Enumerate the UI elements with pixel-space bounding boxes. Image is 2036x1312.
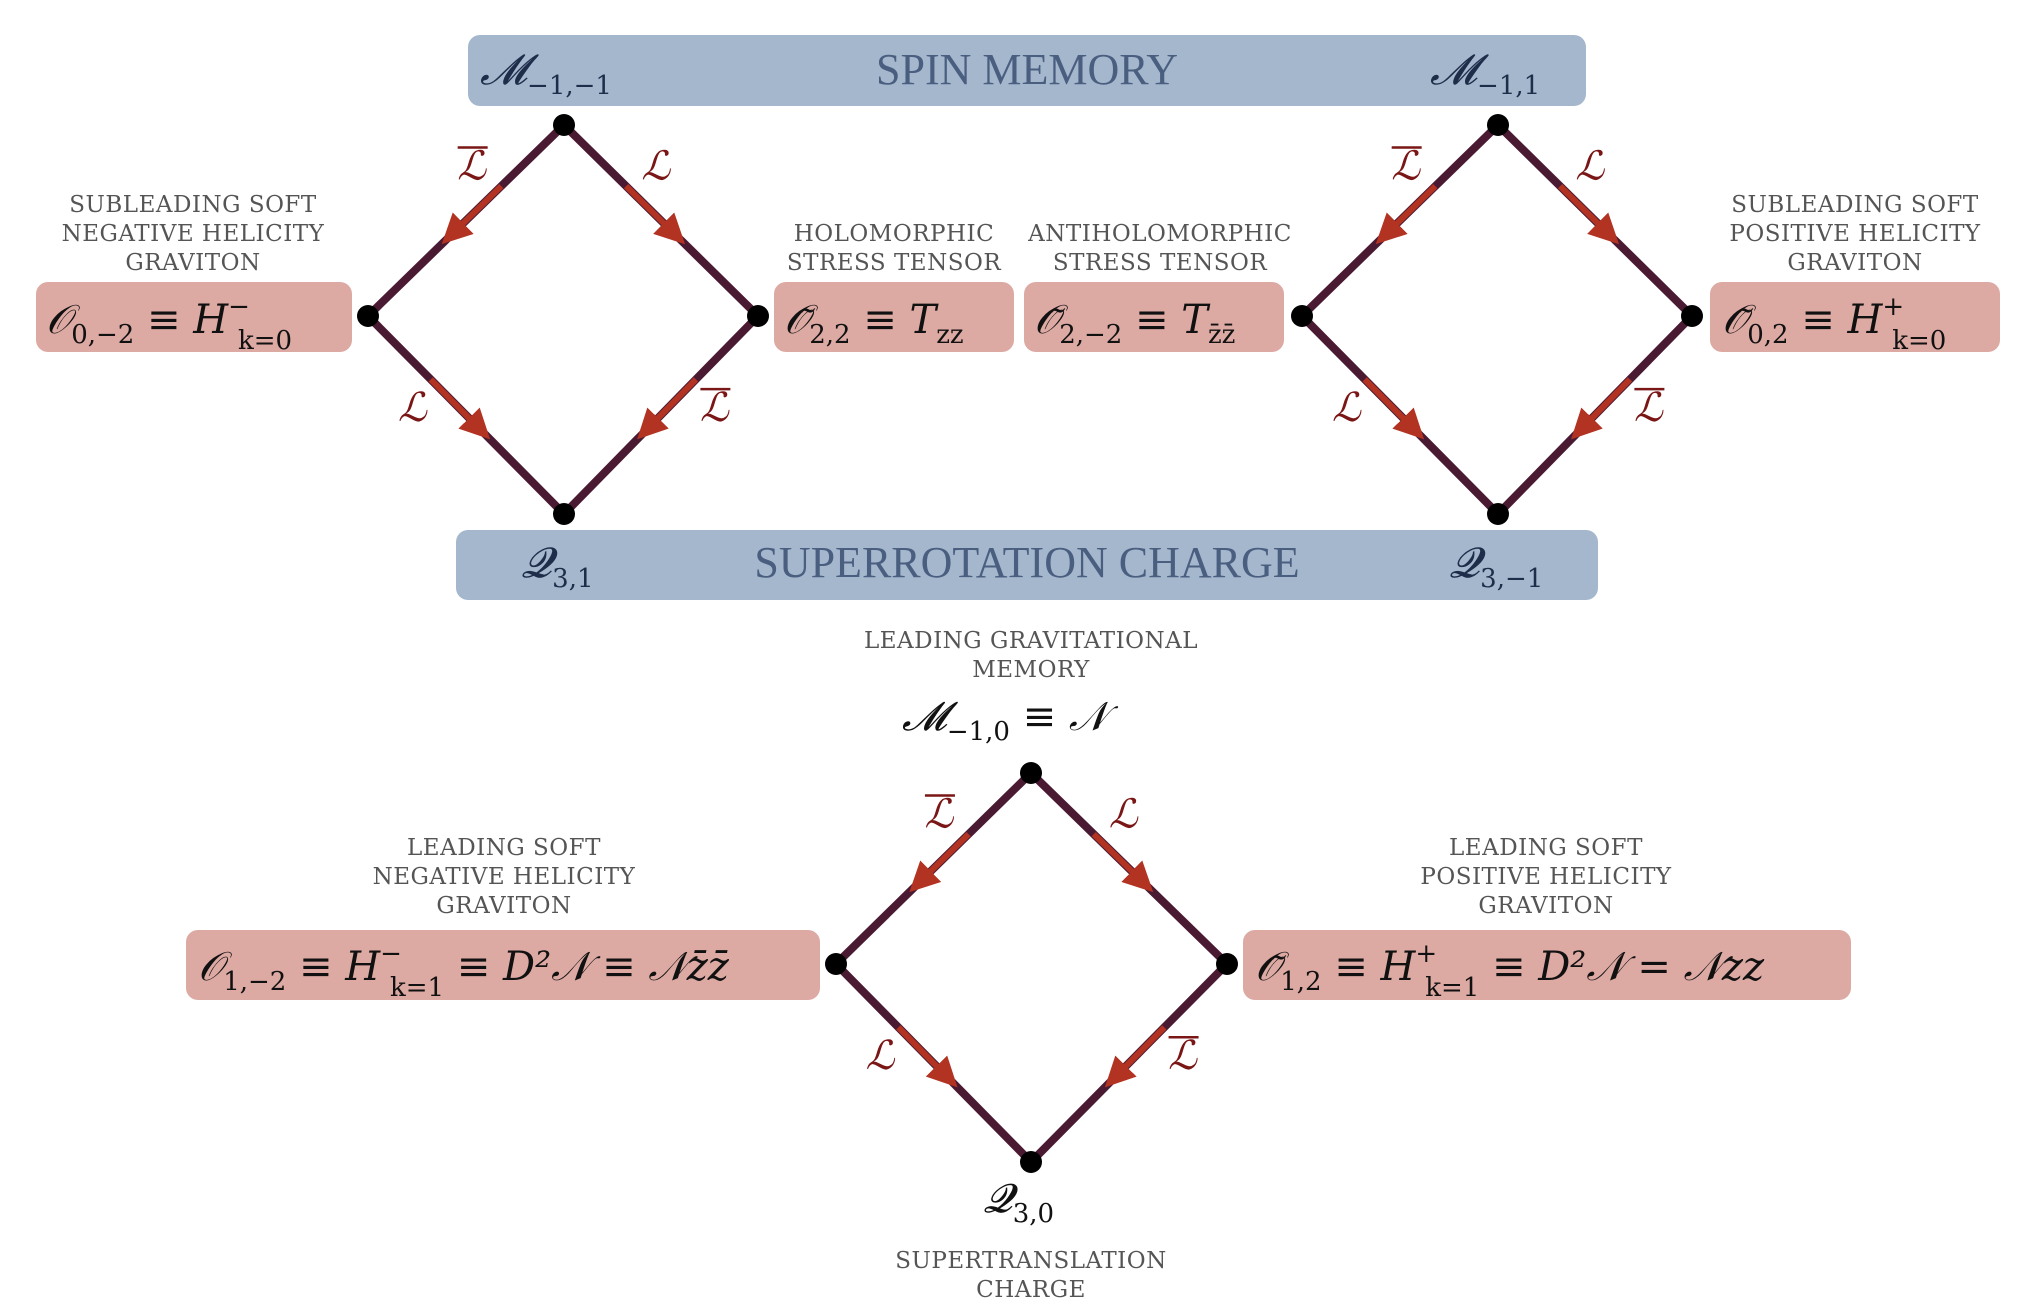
spin-memory-banner-bg bbox=[468, 35, 1586, 106]
diamond-left-label-left-bottom: ℒ bbox=[398, 385, 428, 431]
diamond-right-node-right bbox=[1681, 305, 1703, 327]
diamond-right-arrow-left-bottom bbox=[1362, 377, 1425, 440]
node-m-10-label: 𝓜−1,0 ≡ 𝒩 bbox=[902, 694, 1119, 747]
diamond-left-node-top bbox=[553, 114, 575, 136]
op-o-1-2: 𝒪̃1,2 ≡ H+k=1 ≡ D²𝒩 = 𝒩zz bbox=[1255, 939, 1765, 1003]
box-t-zz bbox=[774, 282, 1014, 352]
diamond-bottom-node-right bbox=[1216, 953, 1238, 975]
caption-subleading-positive-2: POSITIVE HELICITY bbox=[1729, 221, 1981, 247]
diamond-right-node-bottom bbox=[1487, 503, 1509, 525]
caption-holomorphic-2: STRESS TENSOR bbox=[787, 250, 1001, 276]
diamond-bottom-arrow-right-bottom bbox=[1104, 1025, 1167, 1088]
captions: SUBLEADING SOFT NEGATIVE HELICITY GRAVIT… bbox=[62, 192, 1981, 1303]
diamond-left-node-bottom bbox=[553, 503, 575, 525]
caption-leading-negative-3: GRAVITON bbox=[436, 893, 571, 919]
diamond-right-label-top-right: ℒ bbox=[1575, 144, 1605, 190]
diamond-bottom-label-right-bottom: ℒ bbox=[1168, 1033, 1198, 1079]
node-q-30-label: 𝓠3,0 bbox=[984, 1176, 1054, 1229]
diamond-left-label-top-left: ℒ bbox=[457, 143, 487, 189]
diamond-bottom-node-top bbox=[1020, 762, 1042, 784]
diamond-right-label-right-bottom: ℒ bbox=[1634, 385, 1664, 431]
diamond-left-arrow-top-left bbox=[441, 183, 504, 245]
caption-leading-negative-1: LEADING SOFT bbox=[407, 835, 601, 861]
spin-memory-title: SPIN MEMORY bbox=[876, 45, 1178, 94]
caption-subleading-negative-3: GRAVITON bbox=[125, 250, 260, 276]
caption-leading-negative-2: NEGATIVE HELICITY bbox=[373, 864, 636, 890]
superrotation-banner: SUPERROTATION CHARGE 𝓠3,1 𝓠3,−1 bbox=[456, 530, 1598, 600]
superrotation-left-symbol: 𝓠3,1 bbox=[522, 538, 594, 594]
caption-subleading-negative-1: SUBLEADING SOFT bbox=[69, 192, 317, 218]
superrotation-right-symbol: 𝓠3,−1 bbox=[1450, 538, 1543, 594]
diamond-right-node-left bbox=[1291, 305, 1313, 327]
caption-leading-memory-1: LEADING GRAVITATIONAL bbox=[864, 628, 1198, 654]
diamond-bottom-label-top-right: ℒ bbox=[1109, 791, 1139, 837]
caption-leading-memory-2: MEMORY bbox=[972, 657, 1090, 683]
caption-antiholomorphic-2: STRESS TENSOR bbox=[1053, 250, 1267, 276]
diamond-left-node-left bbox=[357, 305, 379, 327]
caption-leading-positive-2: POSITIVE HELICITY bbox=[1420, 864, 1672, 890]
diamond-graphs: ℒ ℒ ℒ ℒ ℒ ℒ ℒ ℒ ℒ ℒ ℒ ℒ bbox=[357, 114, 1703, 1173]
diamond-bottom-label-top-left: ℒ bbox=[925, 792, 955, 838]
box-o-0-2 bbox=[1710, 282, 2000, 352]
op-o-0-m2: 𝒪0,−2 ≡ H−k=0 bbox=[46, 292, 292, 356]
diamond-left-arrow-top-right bbox=[623, 183, 686, 245]
caption-subleading-positive-3: GRAVITON bbox=[1787, 250, 1922, 276]
diamond-left-node-right bbox=[747, 305, 769, 327]
diamond-bottom-node-left bbox=[825, 953, 847, 975]
diamond-bottom-arrow-top-right bbox=[1091, 831, 1154, 893]
box-o-1-m2 bbox=[186, 930, 820, 1000]
caption-holomorphic-1: HOLOMORPHIC bbox=[794, 221, 994, 247]
caption-leading-positive-3: GRAVITON bbox=[1478, 893, 1613, 919]
diamond-right-label-left-bottom: ℒ bbox=[1332, 385, 1362, 431]
diamond-bottom-arrow-top-left bbox=[909, 831, 971, 893]
box-o-0-m2 bbox=[36, 282, 352, 352]
caption-supertranslation-2: CHARGE bbox=[976, 1277, 1086, 1303]
diamond-left-label-right-bottom: ℒ bbox=[700, 385, 730, 431]
diamond-left-arrow-right-bottom bbox=[637, 377, 699, 440]
superrotation-banner-bg bbox=[456, 530, 1598, 600]
diamond-bottom-node-bottom bbox=[1020, 1151, 1042, 1173]
diamond-bottom-arrow-left-bottom bbox=[896, 1025, 958, 1088]
diamond-right-node-top bbox=[1487, 114, 1509, 136]
caption-antiholomorphic-1: ANTIHOLOMORPHIC bbox=[1027, 221, 1292, 247]
operator-boxes: 𝒪0,−2 ≡ H−k=0 𝒪̃2,2 ≡ Tzz 𝒪̃2,−2 ≡ Tz̄z̄… bbox=[36, 282, 2000, 1003]
box-o-1-2 bbox=[1243, 930, 1851, 1000]
caption-subleading-negative-2: NEGATIVE HELICITY bbox=[62, 221, 325, 247]
caption-leading-positive-1: LEADING SOFT bbox=[1449, 835, 1643, 861]
caption-subleading-positive-1: SUBLEADING SOFT bbox=[1731, 192, 1979, 218]
caption-supertranslation-1: SUPERTRANSLATION bbox=[895, 1248, 1167, 1274]
op-o-1-m2: 𝒪1,−2 ≡ H−k=1 ≡ D²𝒩 ≡ 𝒩z̄z̄ bbox=[198, 939, 730, 1003]
op-o-0-2: 𝒪̃0,2 ≡ H+k=0 bbox=[1722, 292, 1946, 356]
diamond-right-arrow-right-bottom bbox=[1571, 377, 1633, 440]
diamond-left-arrow-left-bottom bbox=[428, 377, 491, 440]
diamond-left-label-top-right: ℒ bbox=[641, 144, 671, 190]
box-t-zbzb bbox=[1024, 282, 1284, 352]
superrotation-title: SUPERROTATION CHARGE bbox=[754, 538, 1299, 587]
diamond-right-label-top-left: ℒ bbox=[1391, 143, 1421, 189]
diamond-right-arrow-top-left bbox=[1375, 183, 1438, 245]
op-t-zz: 𝒪̃2,2 ≡ Tzz bbox=[784, 297, 964, 350]
diamond-bottom-label-left-bottom: ℒ bbox=[866, 1033, 896, 1079]
spin-memory-banner: SPIN MEMORY 𝓜−1,−1 𝓜−1,1 bbox=[468, 35, 1586, 106]
diamond-right-arrow-top-right bbox=[1557, 183, 1620, 245]
